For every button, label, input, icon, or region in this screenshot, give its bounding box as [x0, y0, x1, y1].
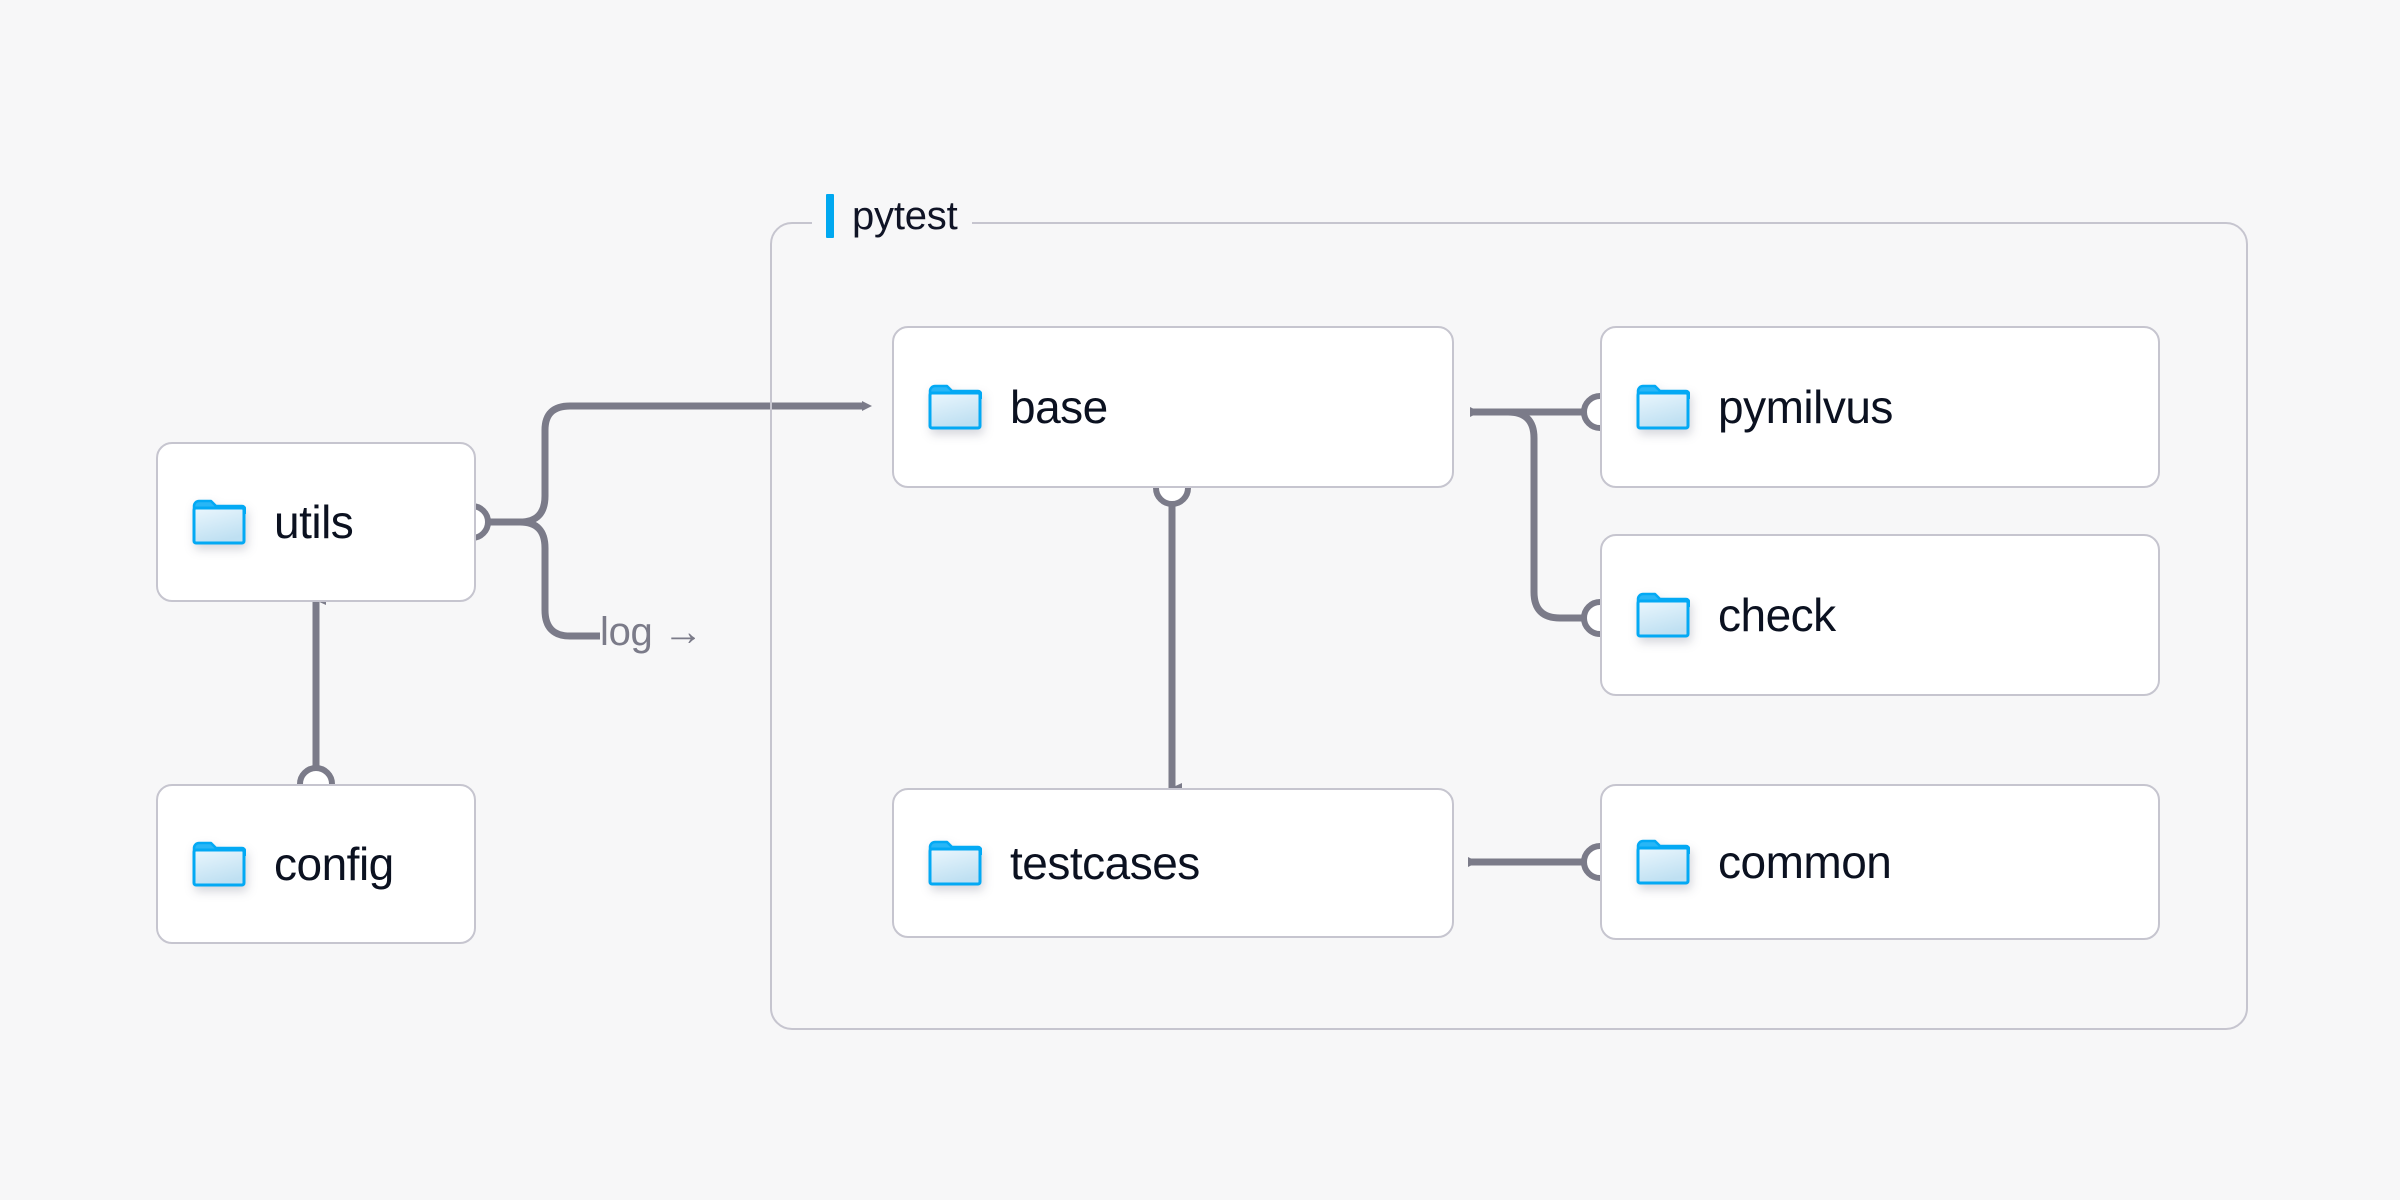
- node-pymilvus[interactable]: pymilvus: [1600, 326, 2160, 488]
- node-label: utils: [274, 496, 354, 548]
- accent-bar-icon: [826, 194, 834, 238]
- node-testcases[interactable]: testcases: [892, 788, 1454, 938]
- node-utils[interactable]: utils: [156, 442, 476, 602]
- node-common[interactable]: common: [1600, 784, 2160, 940]
- node-config[interactable]: config: [156, 784, 476, 944]
- group-pytest-label: pytest: [812, 188, 972, 244]
- folder-icon: [1636, 592, 1690, 638]
- edge-label-log: log →: [600, 610, 703, 654]
- node-label: testcases: [1010, 837, 1200, 889]
- folder-icon: [192, 841, 246, 887]
- folder-icon: [928, 840, 982, 886]
- node-label: check: [1718, 589, 1836, 641]
- node-label: config: [274, 838, 394, 890]
- group-title: pytest: [852, 193, 958, 238]
- node-label: base: [1010, 381, 1108, 433]
- node-label: common: [1718, 836, 1892, 888]
- node-check[interactable]: check: [1600, 534, 2160, 696]
- folder-icon: [928, 384, 982, 430]
- node-base[interactable]: base: [892, 326, 1454, 488]
- folder-icon: [192, 499, 246, 545]
- node-label: pymilvus: [1718, 381, 1893, 433]
- edge-utils-log: [490, 518, 600, 640]
- folder-icon: [1636, 384, 1690, 430]
- folder-icon: [1636, 839, 1690, 885]
- group-pytest: [770, 222, 2248, 1030]
